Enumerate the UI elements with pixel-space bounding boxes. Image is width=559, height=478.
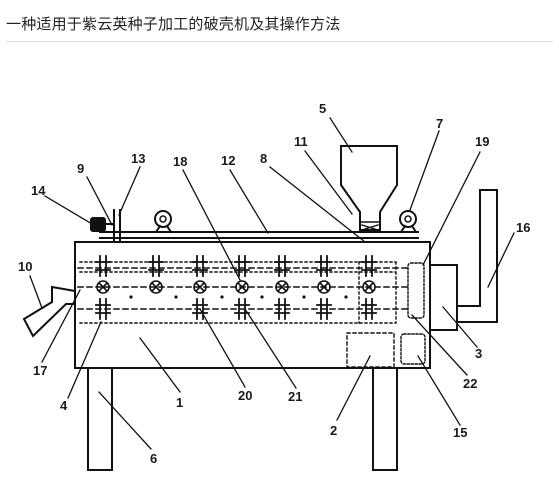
feed-chute xyxy=(22,285,76,338)
leg-right xyxy=(372,367,398,471)
label-5: 5 xyxy=(319,101,326,116)
dashed-motor-upper xyxy=(407,262,425,319)
dashed-motor-lower xyxy=(400,333,426,365)
adjust-knob xyxy=(90,217,106,232)
label-19: 19 xyxy=(475,134,489,149)
dashed-box xyxy=(346,332,395,368)
drive-box xyxy=(429,264,458,331)
lifting-ring-left xyxy=(154,210,172,228)
label-22: 22 xyxy=(463,376,477,391)
lifting-ring-right xyxy=(399,210,417,228)
label-17: 17 xyxy=(33,363,47,378)
label-1: 1 xyxy=(176,395,183,410)
leg-left xyxy=(87,367,113,471)
small-dots xyxy=(129,295,348,299)
discharge-pipe xyxy=(456,189,498,323)
label-21: 21 xyxy=(288,389,302,404)
label-9: 9 xyxy=(77,161,84,176)
page-title: 一种适用于紫云英种子加工的破壳机及其操作方法 xyxy=(6,15,341,33)
label-7: 7 xyxy=(436,116,443,131)
label-11: 11 xyxy=(294,134,308,149)
label-4: 4 xyxy=(60,398,68,413)
blades-upper-row xyxy=(95,255,377,277)
label-10: 10 xyxy=(18,259,32,274)
title-divider xyxy=(6,41,553,42)
feed-hopper xyxy=(340,145,398,231)
label-12: 12 xyxy=(221,153,235,168)
blades-lower-row xyxy=(95,298,377,320)
leader-lines xyxy=(29,117,515,450)
label-18: 18 xyxy=(173,154,187,169)
label-6: 6 xyxy=(150,451,157,466)
label-2: 2 xyxy=(330,423,337,438)
label-20: 20 xyxy=(238,388,252,403)
label-8: 8 xyxy=(260,151,267,166)
adjust-rod xyxy=(113,209,121,243)
label-3: 3 xyxy=(475,346,482,361)
label-15: 15 xyxy=(453,425,467,440)
label-13: 13 xyxy=(131,151,145,166)
label-16: 16 xyxy=(516,220,530,235)
cutters-middle-row xyxy=(96,280,376,294)
label-14: 14 xyxy=(31,183,46,198)
hopper-throat xyxy=(359,221,381,231)
top-rail xyxy=(99,231,419,239)
